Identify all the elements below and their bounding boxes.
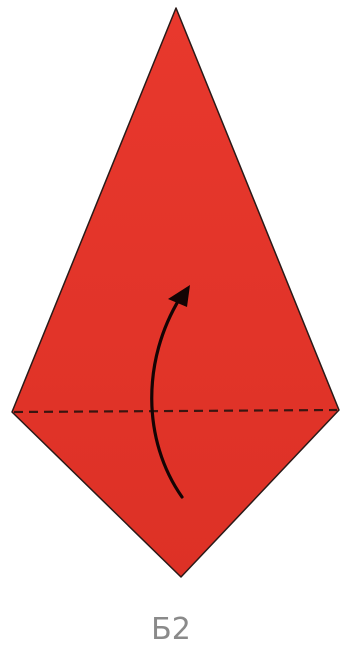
step-label: Б2 [0,610,342,650]
paper-kite-shape [12,8,339,577]
